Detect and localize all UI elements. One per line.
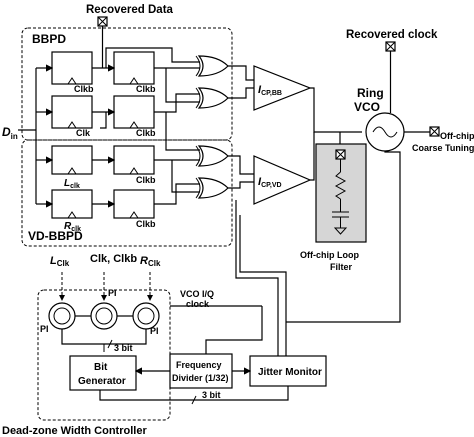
pi-left: PI — [40, 302, 76, 334]
svg-text:Clkb: Clkb — [136, 128, 156, 138]
vd-bbpd-flipflop-1 — [51, 145, 93, 175]
jitter-monitor: Jitter Monitor — [249, 355, 327, 387]
frequency-divider: Frequency Divider (1/32) — [169, 353, 233, 389]
loop-filter-label-1: Off-chip Loop — [300, 250, 359, 260]
vd-bbpd-flipflop-3 — [51, 189, 93, 219]
three-bit-label-2: 3 bit — [202, 390, 221, 400]
bbpd-label: BBPD — [32, 32, 66, 46]
svg-text:Clkb: Clkb — [136, 84, 156, 94]
svg-text:Clkb: Clkb — [74, 84, 94, 94]
svg-text:Frequency: Frequency — [176, 360, 222, 370]
din-label: Din — [2, 125, 18, 141]
loop-filter — [315, 143, 367, 243]
bbpd-xor-2 — [195, 87, 229, 109]
vd-bbpd-flipflop-4: Clkb — [113, 189, 156, 229]
svg-text:Clkb: Clkb — [136, 219, 156, 229]
bbpd-flipflop-4: Clkb — [113, 95, 156, 138]
svg-text:PI: PI — [40, 324, 49, 334]
recovered-clock-pad — [385, 41, 396, 52]
vco-iq-label-2: clock — [186, 299, 210, 309]
three-bit-label-1: 3 bit — [114, 343, 133, 353]
vd-bbpd-label: VD-BBPD — [28, 229, 83, 243]
deadzone-label: Dead-zone Width Controller — [2, 425, 147, 437]
svg-text:Jitter Monitor: Jitter Monitor — [258, 367, 322, 378]
svg-text:ICP,BB: ICP,BB — [258, 84, 282, 97]
recovered-data-pad — [97, 16, 108, 27]
charge-pump-vd: ICP,VD — [253, 155, 312, 205]
svg-text:ICP,VD: ICP,VD — [258, 176, 282, 189]
vd-bbpd-xor-2 — [195, 177, 229, 199]
vd-bbpd-xor-1 — [195, 145, 229, 167]
offchip-tuning-label-2: Coarse Tuning — [412, 143, 474, 153]
l-clk-out-label: LClk — [50, 255, 70, 268]
bit-generator: Bit Generator — [69, 355, 137, 391]
svg-text:Clk: Clk — [76, 128, 91, 138]
bbpd-flipflop-3: Clk — [51, 95, 93, 138]
bbpd-region — [21, 27, 233, 141]
svg-text:Bit: Bit — [94, 362, 108, 373]
l-clk-label: Lclk — [64, 178, 80, 190]
svg-text:PI: PI — [150, 326, 159, 336]
ring-vco-label-2: VCO — [354, 100, 380, 114]
loop-filter-label-2: Filter — [330, 262, 353, 272]
svg-text:PI: PI — [108, 288, 117, 298]
svg-text:Generator: Generator — [78, 376, 126, 387]
pi-right: PI — [132, 302, 160, 336]
coarse-tuning-pad — [429, 126, 440, 137]
recovered-clock-label: Recovered clock — [346, 29, 438, 41]
r-clk-label: Rclk — [64, 221, 81, 233]
svg-text:Divider (1/32): Divider (1/32) — [172, 373, 229, 383]
vco-iq-label-1: VCO I/Q — [180, 289, 214, 299]
ring-vco-label-1: Ring — [357, 86, 384, 100]
bbpd-xor-1 — [195, 55, 229, 77]
r-clk-out-label: RClk — [140, 255, 161, 268]
recovered-data-label: Recovered Data — [86, 4, 174, 16]
offchip-tuning-label-1: Off-chip — [440, 131, 474, 141]
clk-clkb-label: Clk, Clkb — [90, 253, 137, 265]
bbpd-flipflop-1: Clkb — [51, 51, 94, 94]
svg-text:Clkb: Clkb — [136, 175, 156, 185]
bbpd-flipflop-2: Clkb — [113, 51, 156, 94]
charge-pump-bb: ICP,BB — [253, 65, 312, 111]
vd-bbpd-flipflop-2: Clkb — [113, 145, 156, 185]
ring-vco — [365, 112, 405, 152]
